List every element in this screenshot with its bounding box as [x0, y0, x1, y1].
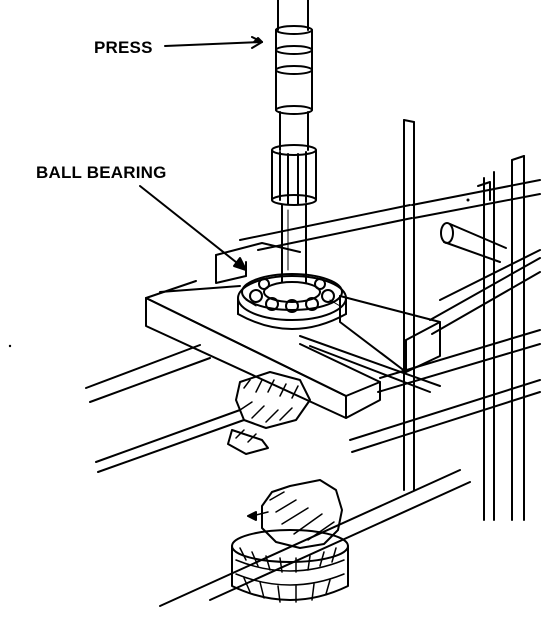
press-plate	[145, 280, 441, 419]
dot-mark	[466, 198, 470, 202]
lower-rails	[85, 329, 541, 607]
press-frame	[403, 119, 525, 521]
ball-bearing	[237, 273, 347, 330]
ball-bearing-callout	[139, 185, 247, 271]
press-label: PRESS	[94, 38, 153, 57]
press-ram	[271, 0, 317, 283]
ball-bearing-label: BALL BEARING	[36, 163, 167, 182]
press-callout	[164, 36, 263, 49]
dot-mark	[8, 344, 12, 348]
upper-rail	[239, 179, 541, 335]
side-pin	[440, 222, 507, 263]
gear-cluster-upper	[227, 371, 311, 455]
gear-cluster-lower	[231, 479, 349, 603]
